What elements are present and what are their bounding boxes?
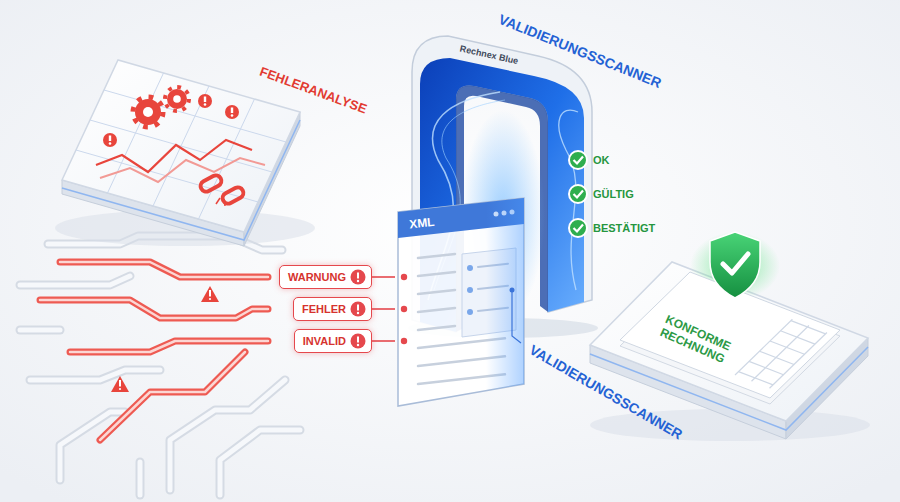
circuit-traces bbox=[100, 352, 245, 440]
circuit-traces bbox=[20, 328, 60, 333]
circuit-traces bbox=[20, 326, 60, 335]
circuit-traces bbox=[40, 300, 268, 318]
warning-icon bbox=[357, 344, 359, 346]
status-label: GÜLTIG bbox=[593, 188, 634, 201]
circuit-traces bbox=[20, 236, 300, 495]
component-title: VALIDIERUNGSSCANNER bbox=[496, 11, 663, 91]
circuit-traces bbox=[70, 341, 268, 352]
connectors bbox=[372, 277, 395, 341]
status-label: BESTÄTIGT bbox=[593, 222, 655, 235]
circuit-traces bbox=[40, 300, 268, 318]
circuit-traces bbox=[138, 462, 143, 495]
invalid-tag: INVALID bbox=[294, 329, 372, 353]
circuit-traces bbox=[40, 262, 268, 440]
file-type-label-holder: XML bbox=[409, 216, 436, 232]
circuit-traces bbox=[30, 370, 160, 380]
circuit-traces bbox=[70, 341, 268, 352]
error-tag: FEHLER bbox=[293, 297, 372, 321]
status-tag-label: INVALID bbox=[303, 335, 346, 348]
warning-triangle bbox=[209, 290, 211, 297]
callout-label: VALIDIERUNGSSCANNER bbox=[527, 342, 686, 443]
connector-line bbox=[372, 276, 395, 278]
component-title-holder: VALIDIERUNGSSCANNER bbox=[496, 11, 663, 91]
warning-triangle bbox=[209, 298, 211, 300]
circuit-traces bbox=[60, 262, 268, 277]
warning-triangle bbox=[201, 286, 219, 302]
warning-icon bbox=[351, 302, 366, 317]
circuit-traces bbox=[30, 370, 160, 380]
warning-icon bbox=[351, 270, 366, 285]
circuit-traces bbox=[20, 276, 130, 285]
circuit-traces bbox=[136, 462, 145, 495]
circuit-traces bbox=[220, 430, 300, 495]
analysis-platform-shape bbox=[55, 60, 315, 246]
status-label-holder: GÜLTIG bbox=[593, 188, 634, 201]
warning-triangle bbox=[119, 380, 121, 387]
warning-icon bbox=[350, 333, 366, 349]
warning-icon bbox=[350, 269, 366, 285]
status-tag-label: WARNUNG bbox=[288, 271, 346, 284]
status-label: OK bbox=[593, 154, 610, 167]
circuit-traces bbox=[20, 236, 300, 495]
callout-label-holder: VALIDIERUNGSSCANNER bbox=[527, 342, 686, 443]
warning-triangle bbox=[119, 388, 121, 390]
xml-document: XML bbox=[395, 196, 527, 410]
connector-line bbox=[372, 340, 395, 342]
warning-icon bbox=[357, 280, 359, 282]
circuit-traces bbox=[100, 352, 245, 440]
circuit-traces bbox=[20, 236, 300, 495]
warning-tag: WARNUNG bbox=[279, 265, 372, 289]
warning-icon bbox=[350, 301, 366, 317]
warning-triangle bbox=[111, 376, 129, 392]
file-type-label: XML bbox=[409, 216, 436, 232]
warning-icon bbox=[357, 312, 359, 314]
warning-icon bbox=[357, 273, 359, 279]
circuit-traces bbox=[220, 430, 300, 495]
status-label-holder: BESTÄTIGT bbox=[593, 222, 655, 235]
status-label-holder: OK bbox=[593, 154, 610, 167]
warning-icon bbox=[357, 305, 359, 311]
circuit-traces bbox=[60, 262, 268, 277]
warning-triangle bbox=[201, 286, 219, 302]
warning-icon bbox=[351, 334, 366, 349]
status-tag-label: FEHLER bbox=[302, 303, 346, 316]
circuit-traces bbox=[40, 262, 268, 440]
warning-icon bbox=[357, 337, 359, 343]
circuit-traces bbox=[20, 276, 130, 285]
connector-line bbox=[372, 308, 395, 310]
circuit-traces bbox=[170, 380, 285, 490]
xml-document-shape bbox=[398, 198, 524, 406]
analysis-platform-outline bbox=[55, 45, 385, 250]
warning-triangle bbox=[111, 376, 129, 392]
analysis-platform: FEHLERANALYSE bbox=[55, 45, 385, 250]
circuit-traces bbox=[170, 380, 285, 490]
